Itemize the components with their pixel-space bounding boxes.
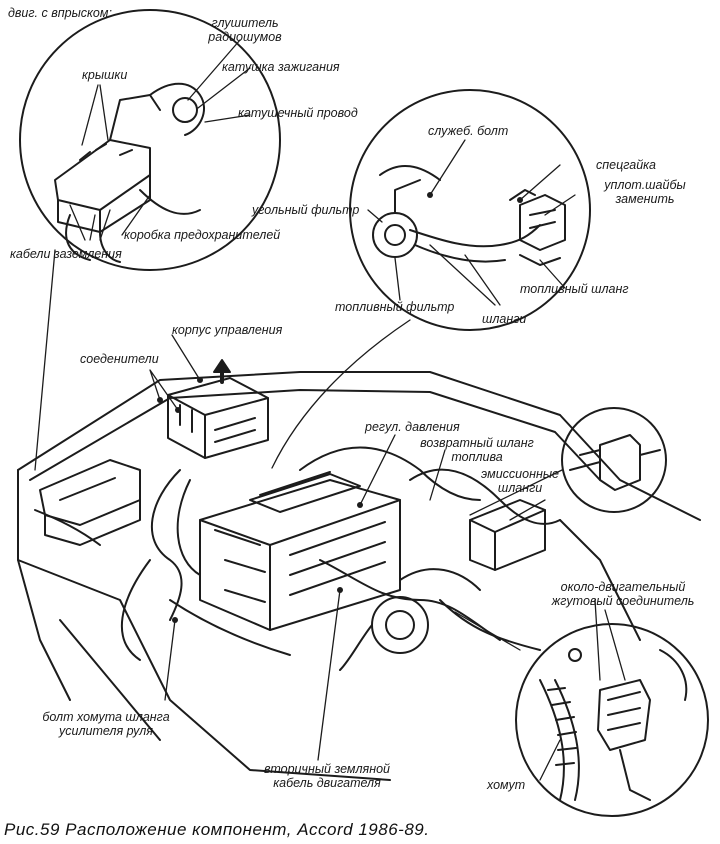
round-component [339, 596, 429, 671]
label-fuel-filter: топливный фильтр [335, 300, 455, 314]
label-covers: крышки [82, 68, 128, 82]
canister [469, 499, 546, 571]
body-outline [17, 371, 701, 781]
label-service-bolt: служеб. болт [428, 124, 509, 138]
label-harness-connector: около-двигательный жгутовый соединитель [551, 580, 695, 608]
label-injection-engine: двиг. с впрыском: [8, 6, 112, 20]
inset-harness [515, 623, 709, 817]
label-connectors: соеденители [80, 352, 159, 366]
battery-tray [39, 459, 141, 546]
label-clamp: хомут [487, 778, 526, 792]
label-fuel-return-hose: возвратный шланг топлива [420, 436, 534, 464]
label-charcoal-filter: угольный фильтр [252, 203, 360, 217]
label-ignition-coil: катушка зажигания [222, 60, 340, 74]
label-emission-hoses: эмиссионные шланги [481, 467, 559, 495]
inset-fuse-box [19, 9, 281, 271]
inset-fuel-filter [349, 89, 591, 331]
label-hoses: шланги [482, 312, 527, 326]
label-fuel-hose: топливный шланг [520, 282, 629, 296]
figure-caption: Рис.59 Расположение компонент, Accord 19… [4, 820, 430, 839]
label-secondary-ground: вторичный земляной кабель двигателя [263, 762, 391, 790]
label-ground-cables: кабели заземления [10, 247, 122, 261]
label-control-box: корпус управления [172, 323, 283, 337]
control-box [167, 377, 269, 459]
inset-emission [561, 407, 667, 513]
leader-lines [34, 39, 626, 781]
label-seal-washers: уплот.шайбы заменить [604, 178, 686, 206]
label-fuse-box: коробка предохранителей [124, 228, 281, 242]
label-special-nut: спецгайка [596, 158, 657, 172]
callout-dots [157, 192, 523, 623]
label-pressure-regulator: регул. давления [365, 420, 460, 434]
label-silencer: глушитель радиошумов [208, 16, 282, 44]
engine-block [199, 471, 401, 631]
label-coil-wire: катушечный провод [238, 106, 358, 120]
label-ps-hose-clamp-bolt: болт хомута шланга усилителя руля [42, 710, 170, 738]
